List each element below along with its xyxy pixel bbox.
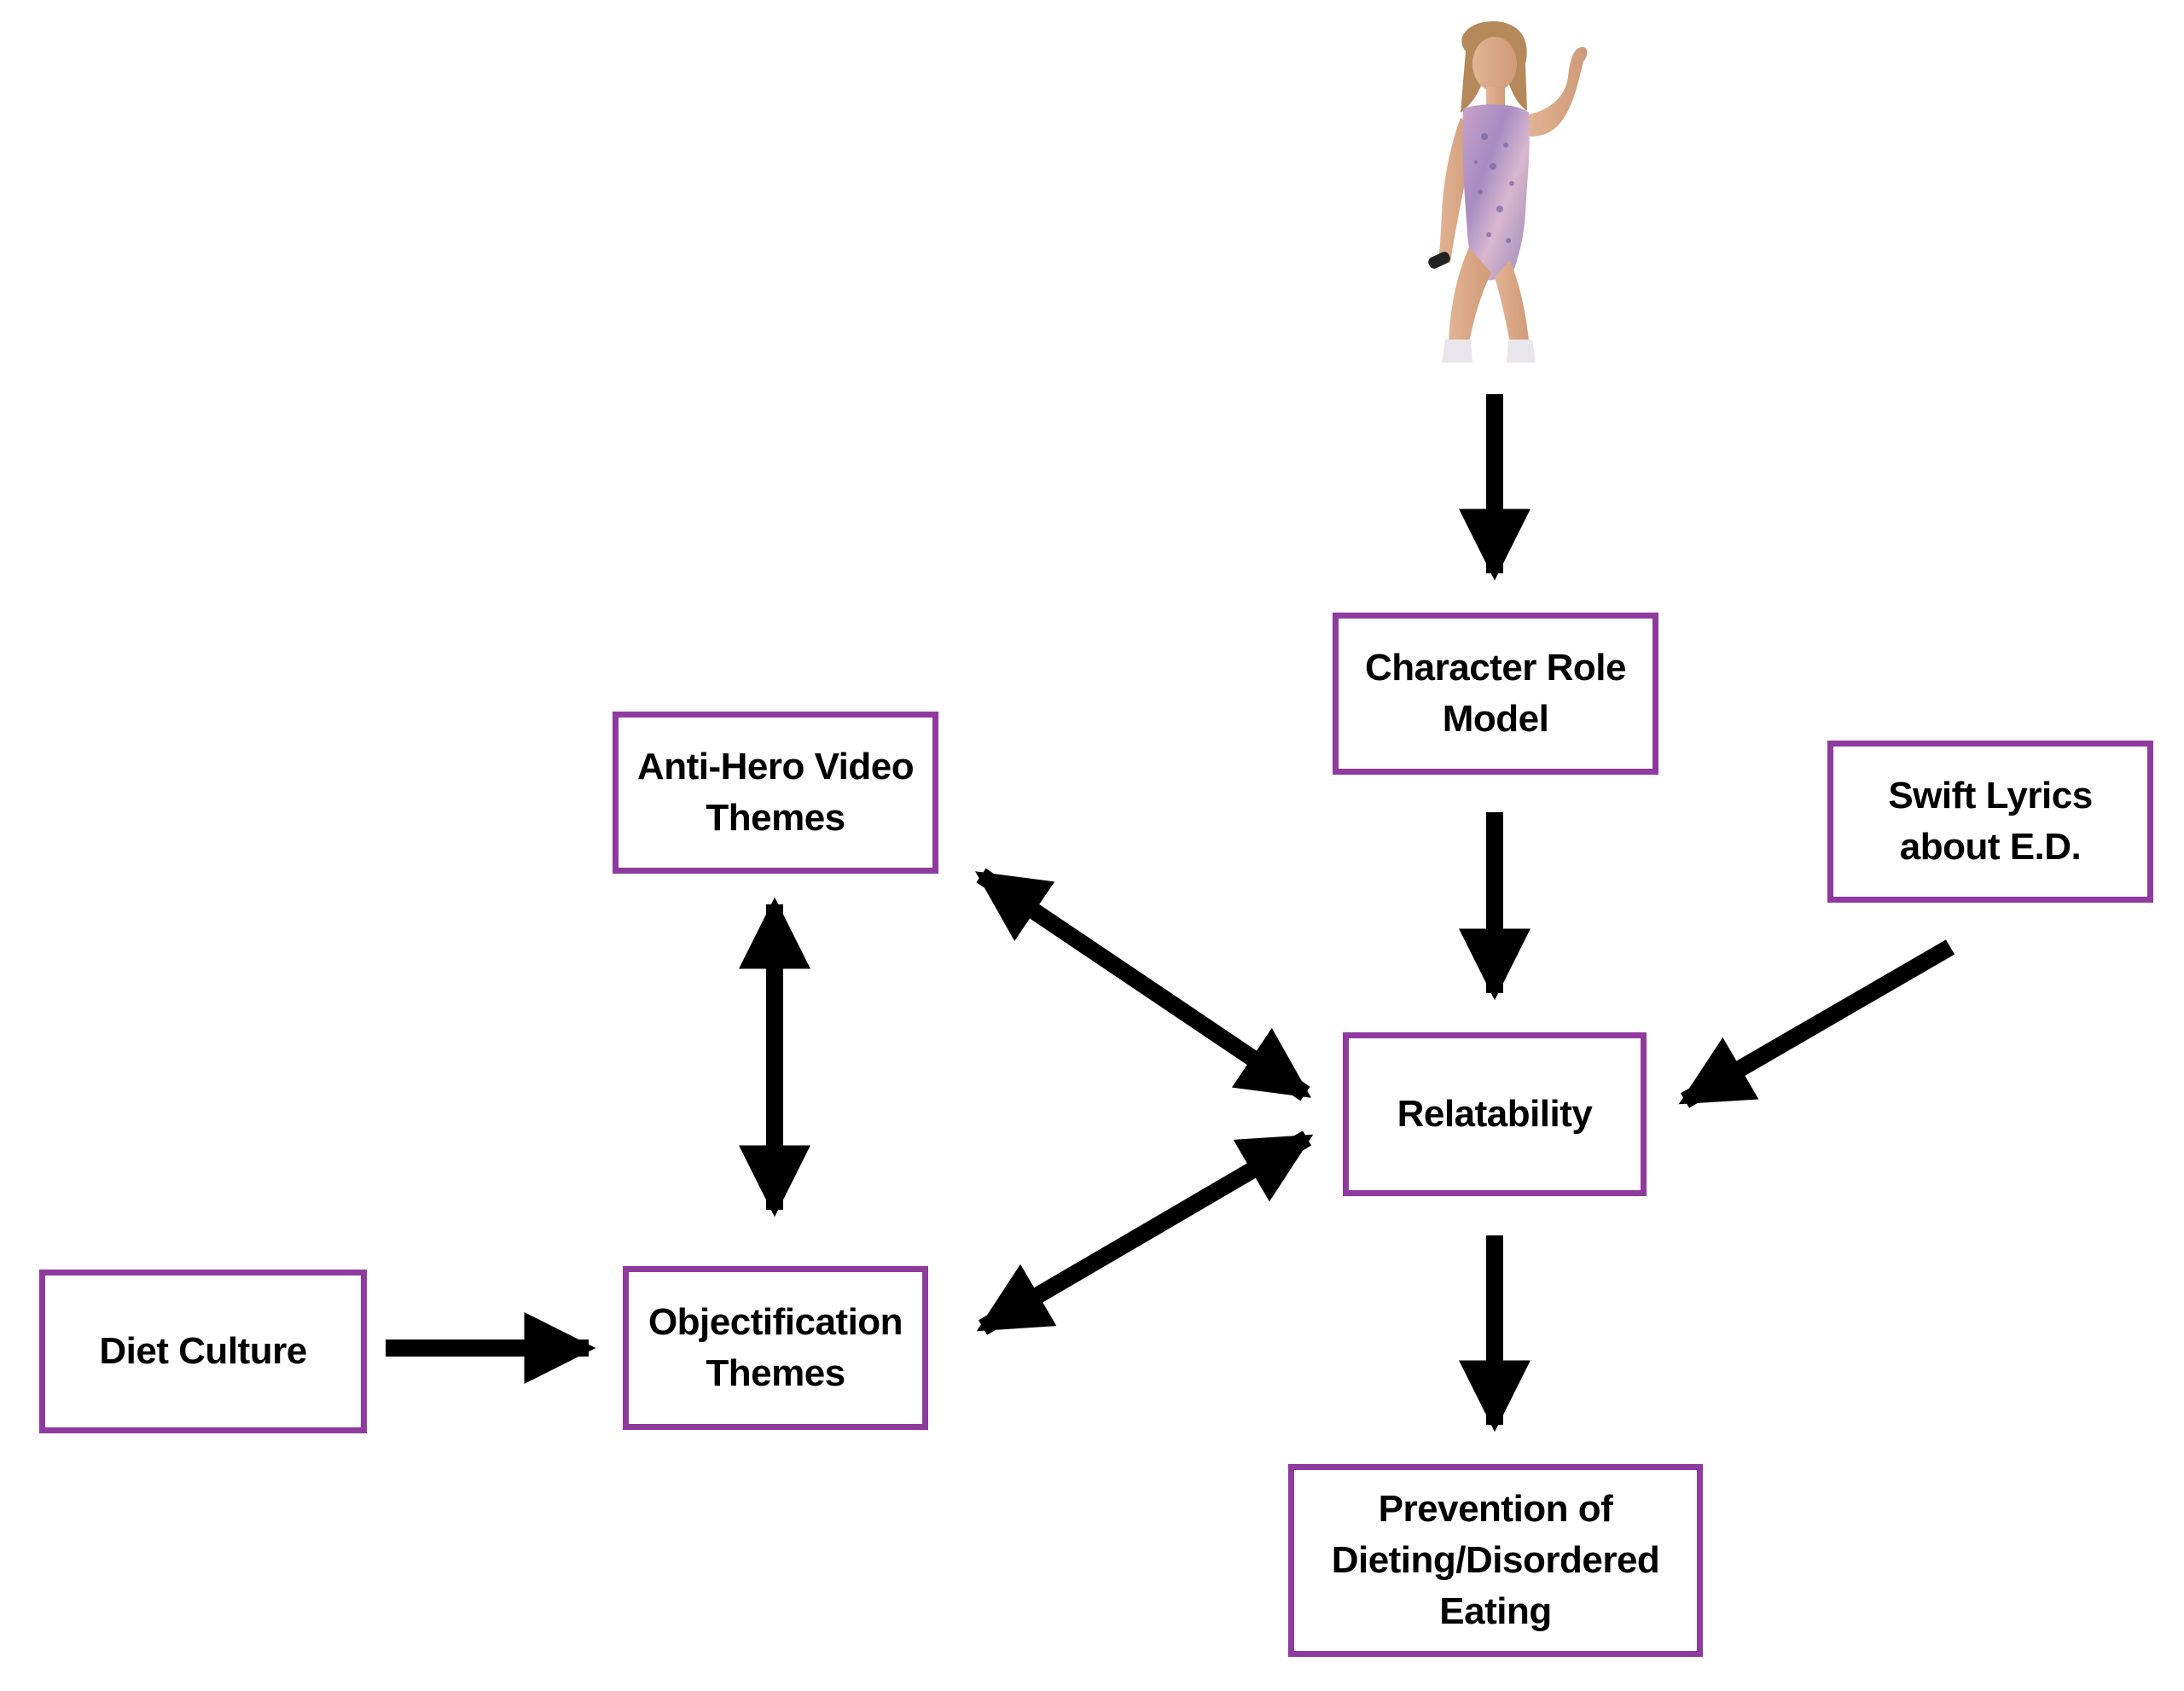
arrow-lyrics-to-relatability — [1678, 939, 1955, 1108]
arrow-objectification-relatability — [976, 1130, 1314, 1335]
node-label: Prevention of Dieting/Disordered Eating — [1331, 1488, 1660, 1632]
node-label: Character Role Model — [1364, 647, 1627, 740]
node-label: Anti-Hero Video Themes — [636, 746, 915, 839]
node-label: Relatability — [1397, 1093, 1593, 1135]
node-relatability: Relatability — [1343, 1032, 1647, 1196]
node-label: Diet Culture — [99, 1330, 307, 1372]
arrow-antihero-relatability — [975, 868, 1311, 1101]
node-prevention: Prevention of Dieting/Disordered Eating — [1288, 1464, 1703, 1657]
node-anti-hero-video-themes: Anti-Hero Video Themes — [613, 712, 938, 874]
node-objectification-themes: Objectification Themes — [623, 1266, 928, 1430]
node-label: Objectification Themes — [648, 1301, 903, 1394]
node-swift-lyrics: Swift Lyrics about E.D. — [1827, 741, 2153, 903]
performer-photo — [1428, 21, 1588, 363]
node-diet-culture: Diet Culture — [39, 1270, 367, 1433]
node-label: Swift Lyrics about E.D. — [1888, 775, 2093, 868]
node-character-role-model: Character Role Model — [1333, 613, 1658, 775]
